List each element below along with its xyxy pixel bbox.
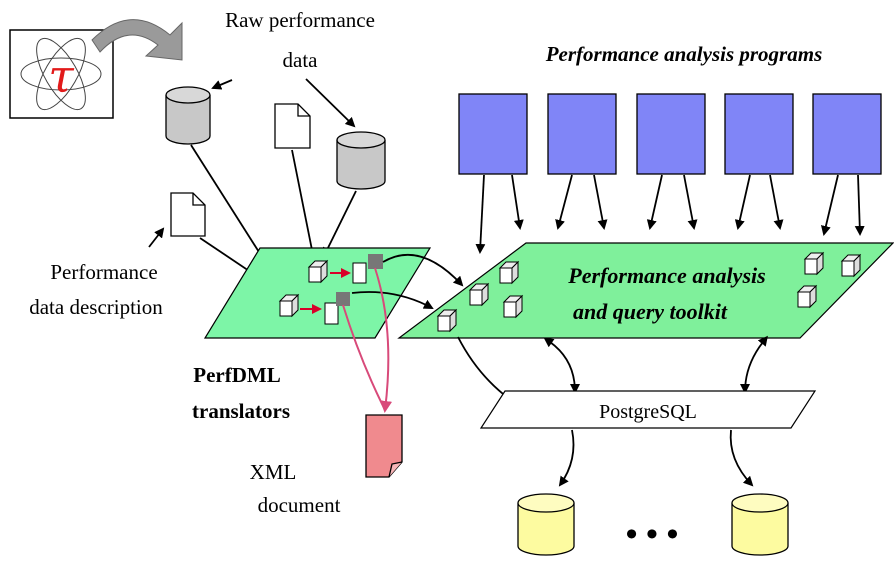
toolkit-module-6 <box>840 253 862 278</box>
toolkit-module-1 <box>498 260 520 285</box>
program-box-5 <box>812 93 882 175</box>
raw-data-database-1 <box>165 86 211 145</box>
raw-data-label-line1: Raw performance <box>225 8 375 32</box>
program-box-2 <box>547 93 617 175</box>
raw-data-database-2 <box>336 131 386 190</box>
arrow-db2-to-translator <box>323 190 357 258</box>
raw-data-document-icon <box>274 103 311 149</box>
arrow-db-to-storage-2 <box>729 429 754 487</box>
translators-label-line2: translators <box>192 399 290 423</box>
program-to-toolkit-arrows <box>475 174 865 254</box>
arrow-to-description <box>148 227 165 248</box>
xml-document-icon <box>365 414 403 478</box>
storage-database-1 <box>517 493 575 556</box>
translator-gray-square-1 <box>368 254 383 269</box>
postgresql-platform <box>479 390 817 429</box>
xml-label-line1: XML <box>250 460 297 484</box>
arrow-to-xml-2 <box>342 304 386 411</box>
arrow-toolkit-db-bidirectional-1 <box>543 337 580 394</box>
program-box-4 <box>724 93 794 175</box>
description-document-icon <box>170 192 206 237</box>
arrow-to-db1 <box>211 79 233 90</box>
raw-data-label-line2: data <box>283 48 319 72</box>
translators-label-line1: PerfDML <box>193 363 280 387</box>
translator-module-1 <box>307 259 329 284</box>
toolkit-platform <box>397 242 894 339</box>
toolkit-module-5 <box>803 251 825 276</box>
logo-curved-arrow <box>91 19 183 61</box>
xml-label-line2: document <box>258 493 341 517</box>
analysis-program-boxes <box>458 93 882 175</box>
toolkit-modules <box>436 251 862 333</box>
perf-desc-label-line1: Performance <box>50 260 157 284</box>
arrow-translator-to-toolkit-2 <box>351 291 434 309</box>
program-box-1 <box>458 93 528 175</box>
toolkit-module-3 <box>502 294 524 319</box>
translators-platform <box>203 247 432 339</box>
translator-page-2 <box>324 302 339 325</box>
perf-desc-label-line2: data description <box>29 295 163 319</box>
translator-page-1 <box>352 262 367 284</box>
arrow-translator-to-toolkit-1 <box>382 253 464 287</box>
translator-module-2 <box>278 293 300 318</box>
svg-text:τ: τ <box>48 49 75 103</box>
postgresql-label: PostgreSQL <box>599 401 697 423</box>
storage-database-2 <box>731 493 789 556</box>
toolkit-label-line1: Performance analysis <box>567 263 765 288</box>
analysis-programs-title: Performance analysis programs <box>545 42 823 66</box>
translator-gray-square-2 <box>336 292 350 306</box>
toolkit-module-7 <box>796 284 818 309</box>
arrow-doc-to-translator <box>291 149 318 262</box>
toolkit-module-4 <box>436 308 458 333</box>
program-box-3 <box>636 93 706 175</box>
toolkit-module-2 <box>468 282 490 307</box>
arrow-to-db2 <box>305 78 356 128</box>
toolkit-label-line2: and query toolkit <box>573 299 728 324</box>
arrow-db-to-storage-1 <box>558 429 575 487</box>
storage-ellipsis: • • • <box>626 516 679 553</box>
arrow-to-xml-1 <box>374 267 393 413</box>
arrow-toolkit-db-bidirectional-2 <box>740 335 768 394</box>
